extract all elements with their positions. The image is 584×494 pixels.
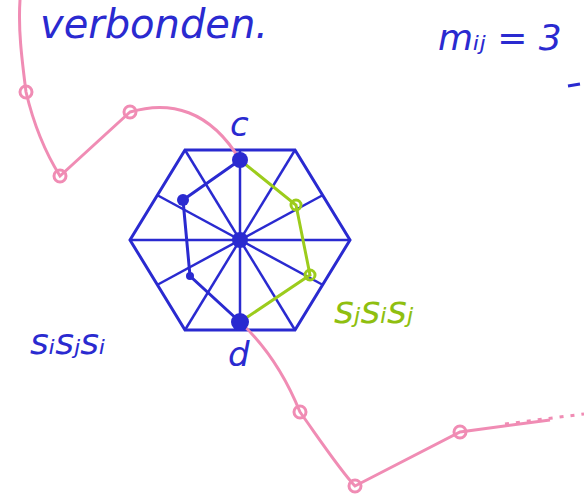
mirror-lines bbox=[130, 150, 350, 330]
green-vertices bbox=[291, 200, 315, 280]
pink-dots bbox=[505, 414, 584, 424]
relation-label: mᵢⱼ = 3 bbox=[438, 18, 562, 58]
note-text: verbonden. bbox=[40, 2, 268, 46]
chamber-label: c bbox=[230, 106, 249, 143]
pink-vertices bbox=[20, 86, 466, 492]
blue-gallery bbox=[183, 160, 240, 322]
word-label: sⱼsᵢsⱼ bbox=[334, 290, 413, 332]
green-gallery bbox=[240, 160, 310, 322]
pink-path bbox=[240, 322, 550, 486]
word-label: sᵢsⱼsᵢ bbox=[30, 322, 105, 362]
pen-stroke bbox=[568, 84, 580, 86]
chamber-label: d bbox=[228, 336, 250, 373]
hexagon-outline bbox=[130, 150, 350, 330]
blue-vertices bbox=[177, 152, 249, 331]
